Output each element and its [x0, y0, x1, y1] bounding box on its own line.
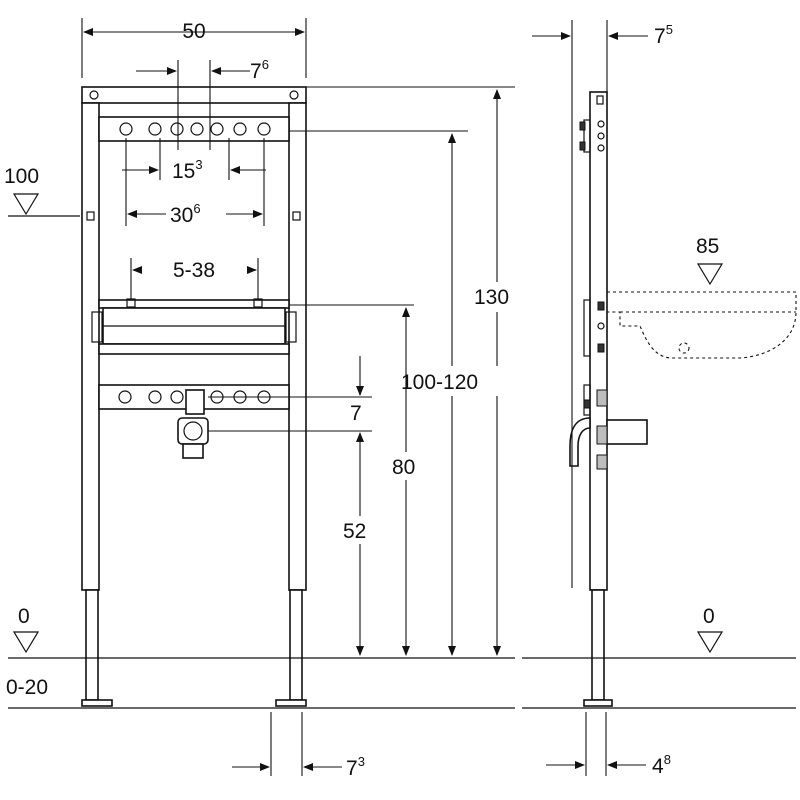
range-0-20-label: 0-20 [6, 676, 48, 699]
front-middle-crossbar [91, 298, 297, 355]
level-100-triangle [12, 193, 40, 216]
front-top-left-bolt [89, 90, 99, 100]
side-post [589, 91, 608, 591]
front-right-foot [275, 699, 307, 707]
dim-306-label: 306 [170, 201, 201, 227]
front-right-clip [292, 211, 301, 221]
front-right-post [288, 102, 307, 591]
level-0-right-triangle [696, 631, 724, 654]
front-left-foot [81, 699, 113, 707]
level-100-label: 100 [4, 165, 39, 188]
side-basin-outline [607, 291, 797, 359]
front-drain-fitting [177, 389, 209, 459]
front-left-post [81, 102, 100, 591]
front-top-right-bolt [289, 90, 299, 100]
side-view: 75 85 0 48 [522, 20, 797, 778]
level-85-label: 85 [696, 235, 719, 258]
dim-130-label: 130 [474, 286, 509, 309]
dim-100-120-label-bg [398, 366, 500, 396]
dim-80-label-bg [388, 452, 424, 480]
dim-100-120-label: 100-120 [401, 371, 478, 394]
side-lower-bracket [583, 384, 608, 416]
side-top-cap [596, 95, 604, 105]
level-0-right-label: 0 [703, 605, 715, 628]
dim-7-label: 7 [350, 402, 362, 425]
front-left-leg [85, 589, 99, 701]
dim-538-label: 5-38 [173, 259, 215, 282]
front-view: 50 76 153 306 5-38 100 130 [4, 18, 518, 780]
side-leg [591, 589, 605, 701]
dim-50-label: 50 [182, 20, 205, 43]
side-middle-bracket [583, 299, 605, 357]
dim-52-label-bg [340, 516, 376, 544]
dim-80-label: 80 [392, 456, 415, 479]
front-right-leg [289, 589, 303, 701]
level-0-left-triangle [12, 631, 40, 654]
front-left-clip [86, 211, 95, 221]
dim-153-label: 153 [172, 157, 203, 183]
front-upper-perforated-rail [98, 116, 290, 142]
dim-130-label-bg [470, 282, 518, 312]
dim-76-label: 76 [250, 57, 269, 83]
side-upper-bracket [579, 119, 605, 153]
dim-75-label: 75 [654, 22, 673, 48]
level-85-triangle [696, 263, 724, 286]
dim-73-label: 73 [346, 754, 365, 780]
side-foot [583, 699, 613, 707]
dim-48-label: 48 [652, 752, 671, 778]
level-0-left-label: 0 [18, 605, 30, 628]
front-top-rail [81, 86, 307, 104]
dim-52-label: 52 [343, 520, 366, 543]
side-drain-trap [569, 417, 648, 470]
